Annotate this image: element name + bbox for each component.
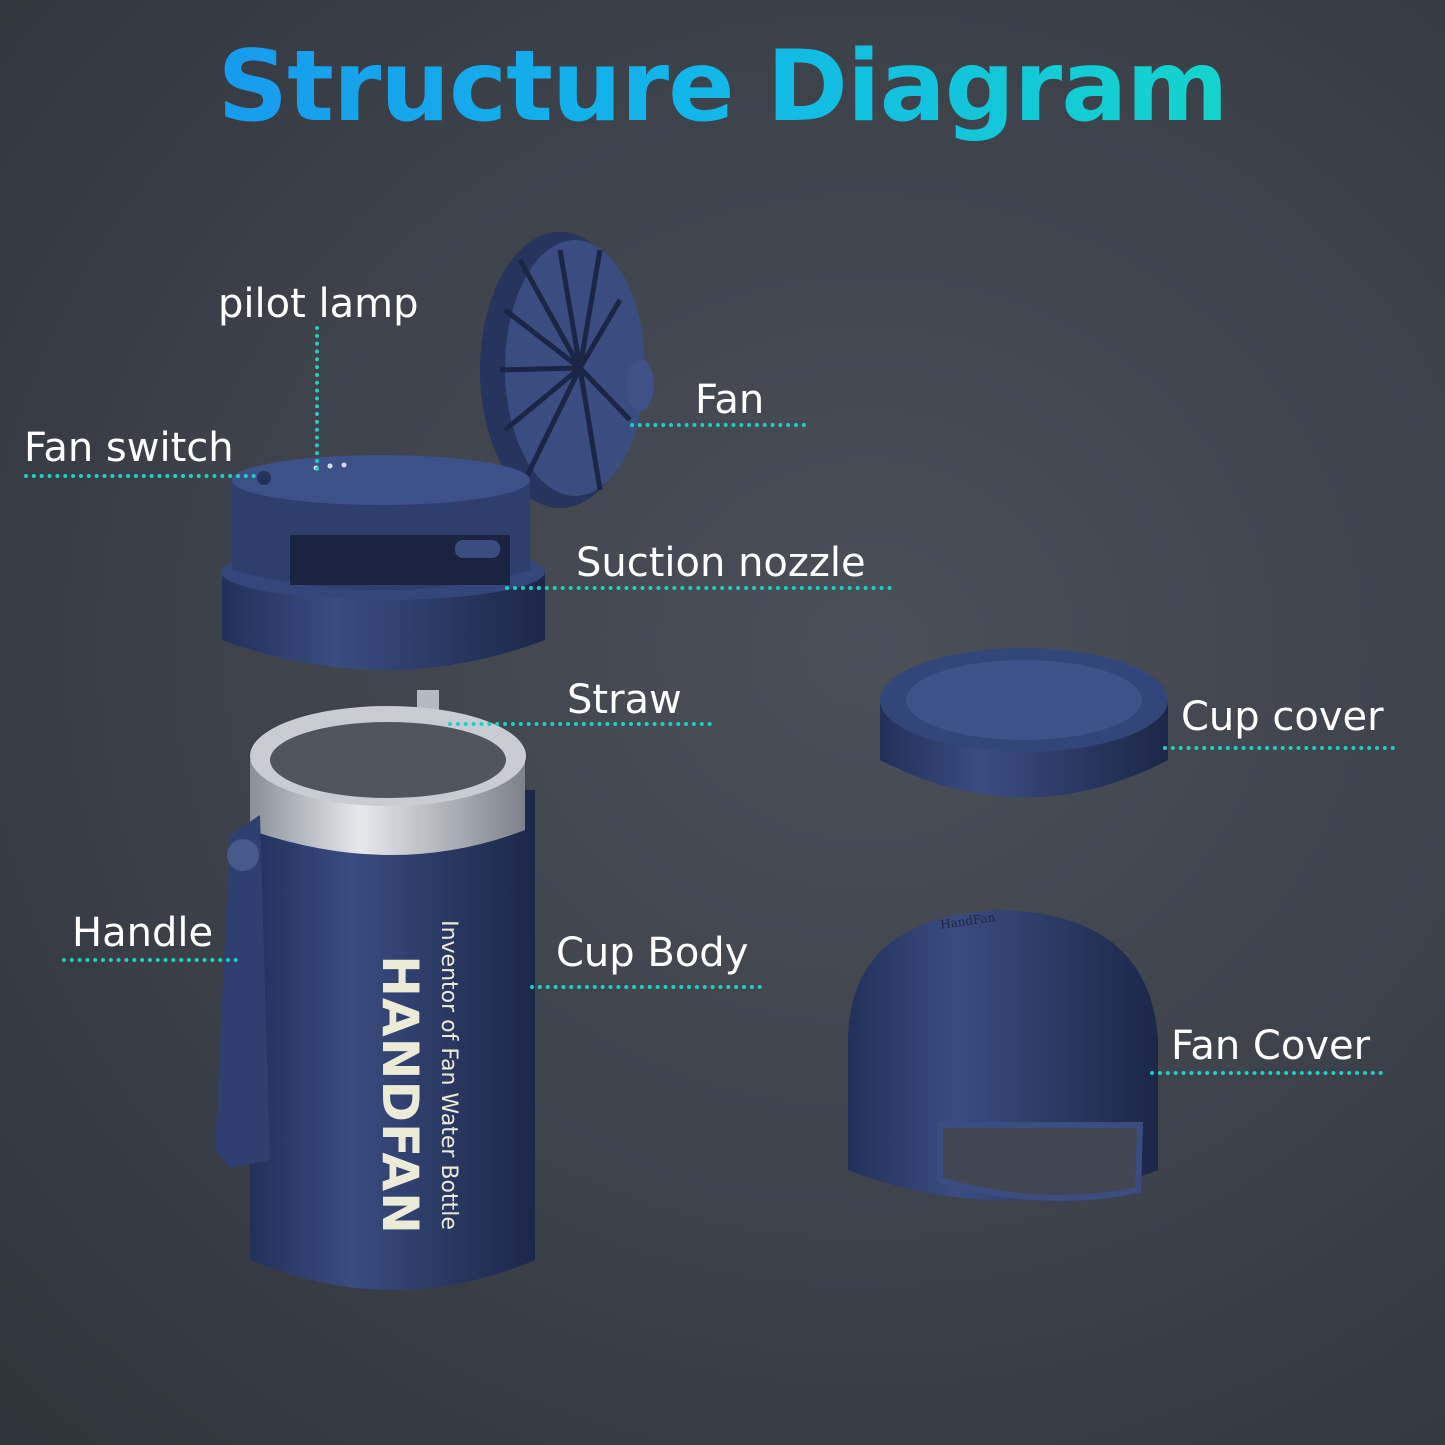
leader-suction-nozzle — [505, 586, 892, 590]
label-pilot-lamp: pilot lamp — [218, 281, 419, 327]
leader-fan — [630, 423, 806, 427]
label-straw: Straw — [567, 677, 682, 723]
fan-cover — [848, 910, 1158, 1201]
leader-cup-cover — [1163, 746, 1395, 750]
leader-cup-body — [530, 985, 762, 989]
leader-fan-cover — [1150, 1071, 1383, 1075]
bottle-tagline: Inventor of Fan Water Bottle — [436, 920, 461, 1230]
cup-cover — [880, 648, 1168, 798]
label-fan-switch: Fan switch — [24, 425, 234, 471]
fan — [480, 232, 654, 508]
cup-body — [250, 706, 535, 1290]
label-handle: Handle — [72, 910, 214, 956]
leader-straw — [448, 722, 712, 726]
leader-handle — [62, 958, 238, 962]
bottle-brand: HANDFAN — [371, 955, 429, 1235]
label-suction-nozzle: Suction nozzle — [576, 540, 866, 586]
label-cup-cover: Cup cover — [1181, 694, 1384, 740]
fan-lid — [221, 455, 545, 670]
handle — [215, 815, 270, 1168]
page-title: Structure Diagram — [0, 30, 1445, 144]
leader-fan-switch — [24, 474, 256, 478]
leader-pilot-lamp — [315, 326, 319, 471]
label-fan-cover: Fan Cover — [1171, 1023, 1371, 1069]
label-fan: Fan — [695, 377, 765, 423]
label-cup-body: Cup Body — [556, 930, 749, 976]
